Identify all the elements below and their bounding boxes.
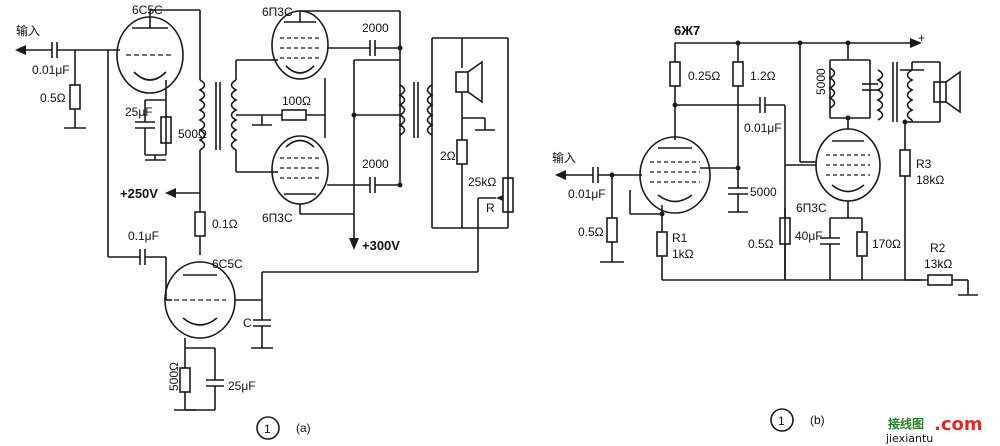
fig-num-a: 1 — [264, 422, 271, 436]
cath-cap-label-a: 25μF — [125, 105, 153, 119]
watermark-com: .com — [934, 414, 983, 435]
r2-val-label-b: 13kΩ — [924, 257, 952, 271]
input-label-b: 输入 — [552, 150, 576, 165]
tank-cap-label-b: 5000 — [814, 68, 828, 95]
b-plus-arrow-a — [165, 188, 176, 198]
center-res-label-a: 100Ω — [282, 94, 311, 108]
tube-bottom-a — [271, 135, 329, 205]
pot-r-label-a: R — [486, 201, 495, 215]
v3-cathode-resistor-a — [179, 367, 191, 393]
pot-label-a: 25kΩ — [468, 175, 496, 189]
r2-resistor-b — [927, 274, 953, 286]
input-arrow-b — [555, 170, 566, 180]
output-transformer-a — [398, 82, 434, 138]
tube-v2-b — [815, 128, 881, 202]
cathode-resistor-a — [160, 116, 172, 144]
grid-resistor-b — [606, 217, 618, 243]
speaker-b — [933, 81, 947, 103]
bottom-cap-label-a: 2000 — [362, 157, 389, 171]
plus300-label-a: +300V — [362, 238, 400, 253]
input-cap-label-a: 0.01μF — [32, 63, 70, 77]
plus-label-b: + — [918, 31, 925, 45]
fig-num-b: 1 — [778, 414, 785, 428]
secondary-resistor-a — [456, 139, 468, 165]
input-cap-label-b: 0.01μF — [568, 187, 606, 201]
input-label-a: 输入 — [16, 23, 40, 38]
grid-resistor-a — [69, 84, 81, 110]
interstage-transformer-a — [198, 79, 238, 151]
v3-cap-label-a: 25μF — [228, 379, 256, 393]
r1-label-b: R1 — [672, 231, 688, 245]
grid-res-label-a: 0.5Ω — [40, 91, 66, 105]
b-plus-arrow-b — [910, 38, 922, 48]
plus300-arrow-a — [349, 238, 359, 250]
r1-val-label-b: 1kΩ — [672, 247, 694, 261]
cath-res-label-b: 170Ω — [872, 237, 901, 251]
r3-label-b: R3 — [916, 157, 932, 171]
r3-val-label-b: 18kΩ — [916, 173, 944, 187]
fb-cap-label-a: 0.1μF — [128, 229, 159, 243]
tube-v3-label-a: 6C5C — [212, 257, 243, 271]
tube-v3-a — [164, 261, 236, 339]
fig-letter-b: (b) — [810, 413, 825, 427]
watermark-url: jiexiantu — [885, 432, 933, 445]
tube-v1-label-a: 6C5C — [132, 3, 163, 17]
fig-circle-b — [770, 408, 794, 432]
cath-res-label-a: 500Ω — [178, 127, 207, 141]
watermark-cn: 接线图 — [888, 416, 924, 431]
fig-letter-a: (a) — [296, 421, 311, 435]
speaker-a — [455, 71, 469, 93]
c-label-a: C — [243, 316, 252, 330]
r2-label-b: R2 — [930, 241, 946, 255]
tube-top-label-a: 6П3С — [262, 5, 293, 19]
circuit-a — [15, 9, 514, 440]
tube-v1-b — [639, 136, 711, 214]
screen-resistor-b — [732, 61, 744, 87]
plate-resistor-b — [669, 61, 681, 87]
circuit-b — [555, 38, 978, 432]
decoupling-resistor-a — [194, 211, 206, 237]
output-transformer-b — [876, 62, 914, 122]
sec-res-label-a: 2Ω — [440, 149, 456, 163]
v3-res-label-a: 500Ω — [167, 362, 181, 391]
plate-res-label-b: 0.25Ω — [688, 69, 720, 83]
cathode-resistor-b — [856, 231, 868, 257]
screen-cap-label-b: 5000 — [750, 185, 777, 199]
screen-res-label-b: 1.2Ω — [750, 69, 776, 83]
cath-cap-label-b: 40μF — [795, 229, 823, 243]
grid-res-v2-label-b: 0.5Ω — [748, 237, 774, 251]
dec-res-label-a: 0.1Ω — [212, 217, 238, 231]
tank-coil-b — [828, 67, 836, 109]
input-arrow-a — [15, 45, 26, 55]
fig-circle-a — [256, 416, 280, 440]
tube-v1-label-b: 6Ж7 — [674, 23, 700, 38]
r3-resistor-b — [899, 149, 911, 177]
r1-resistor-b — [656, 231, 668, 257]
grid-res-label-b: 0.5Ω — [578, 225, 604, 239]
tube-v2-label-b: 6П3С — [796, 201, 827, 215]
top-cap-label-a: 2000 — [362, 21, 389, 35]
b-plus-label-a: +250V — [120, 186, 158, 201]
center-resistor-a — [281, 109, 307, 121]
coup-cap-label-b: 0.01μF — [744, 121, 782, 135]
tube-bottom-label-a: 6П3С — [262, 211, 293, 225]
